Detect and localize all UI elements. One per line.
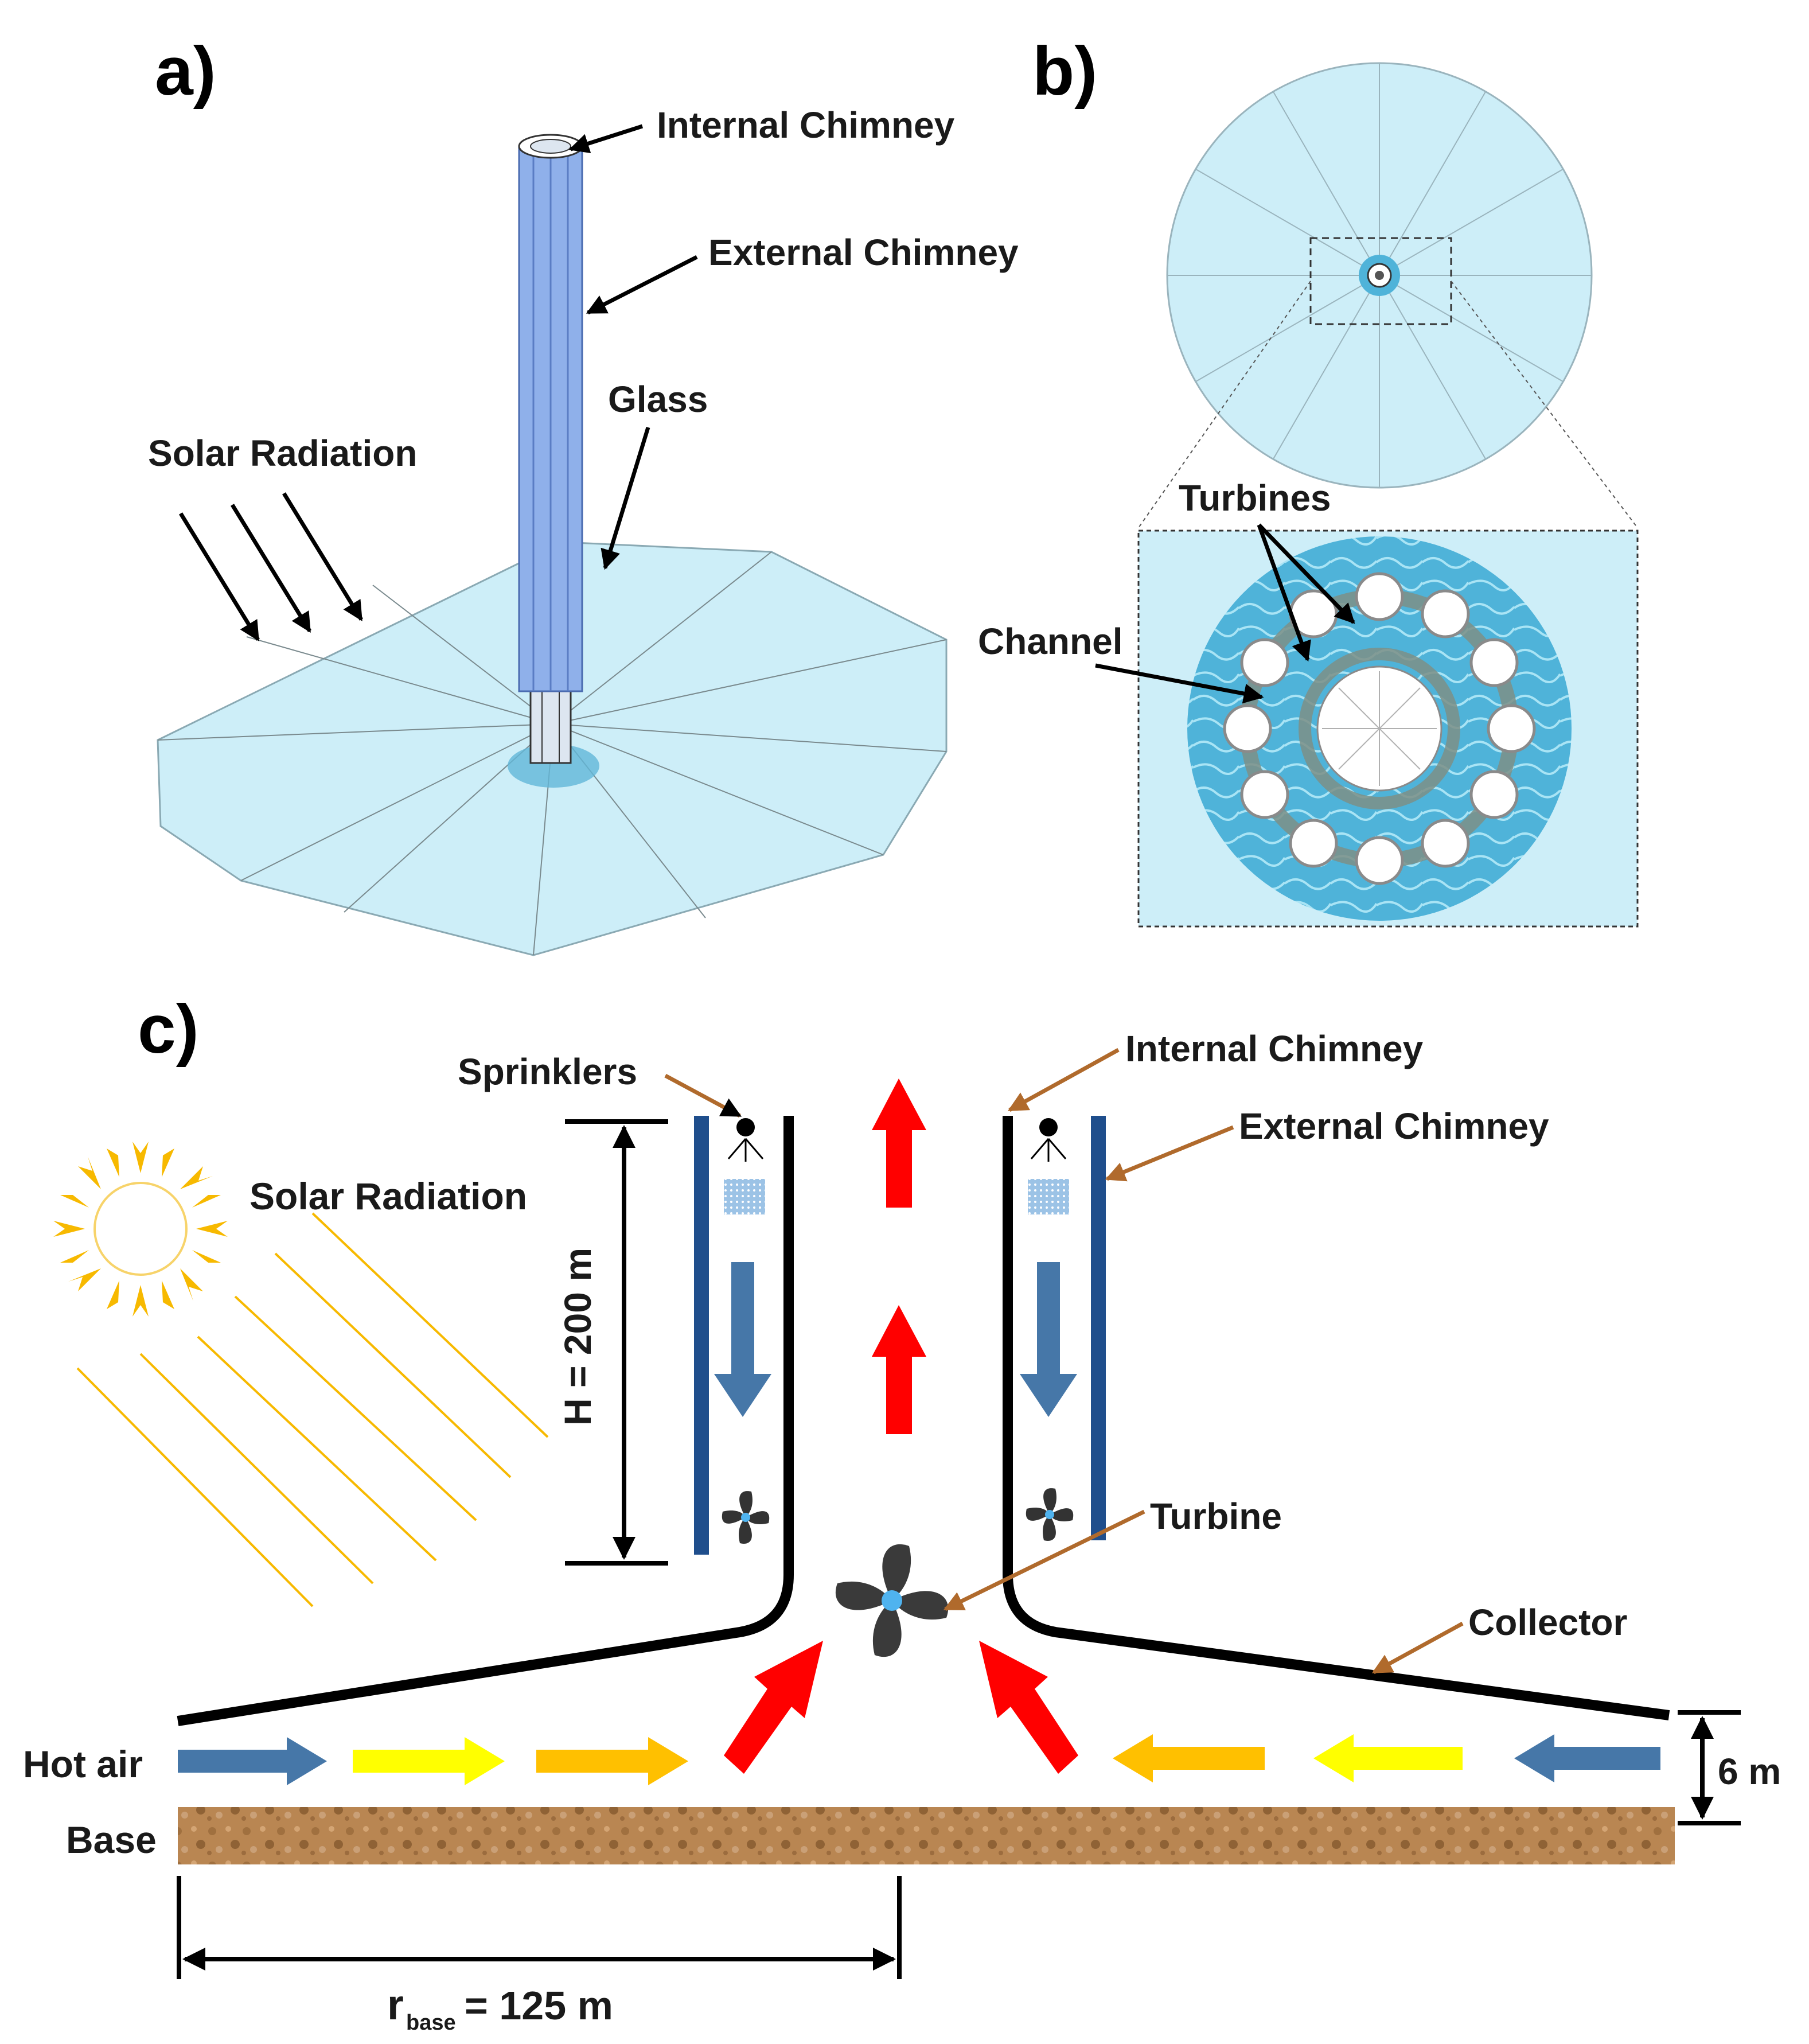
external-chimney-walls xyxy=(694,1116,1106,1555)
turbine-ring xyxy=(1223,572,1536,885)
top-view-disc xyxy=(1166,62,1593,489)
chimney-3d xyxy=(518,134,583,764)
height-dimension xyxy=(565,1119,668,1566)
glass-label: Glass xyxy=(608,379,708,420)
gap-label: 6 m xyxy=(1718,1751,1781,1792)
internal-chimney-label-a: Internal Chimney xyxy=(657,104,955,146)
radius-value: = 125 m xyxy=(465,1983,613,2028)
panel-c-label: c) xyxy=(138,991,199,1068)
panel-a: a) xyxy=(148,33,1019,956)
channel-label: Channel xyxy=(978,621,1122,662)
internal-chimney-and-collector xyxy=(177,1116,1670,1726)
panel-b: b) xyxy=(978,33,1639,928)
radius-dimension xyxy=(177,1876,902,1979)
collector-label: Collector xyxy=(1468,1602,1627,1643)
radius-subscript: base xyxy=(406,2011,456,2035)
height-label: H = 200 m xyxy=(556,1248,599,1426)
turbines-label: Turbines xyxy=(1179,477,1331,519)
hot-air-label: Hot air xyxy=(23,1743,143,1785)
base-label: Base xyxy=(66,1819,157,1861)
downward-flow-arrows xyxy=(714,1262,1077,1417)
horizontal-flow-arrows xyxy=(178,1734,1660,1785)
small-turbine-icon-left xyxy=(722,1491,770,1544)
external-chimney-label-c: External Chimney xyxy=(1239,1105,1549,1147)
panel-c: c) Solar Radiat xyxy=(23,991,1781,2035)
sprinklers-label: Sprinklers xyxy=(458,1051,637,1092)
turbine-label: Turbine xyxy=(1150,1496,1282,1537)
sun-icon xyxy=(53,1142,228,1317)
gap-dimension xyxy=(1678,1710,1741,1825)
panel-a-label: a) xyxy=(155,33,216,110)
main-turbine-icon xyxy=(835,1544,949,1657)
sprinkler-icon-right xyxy=(1028,1118,1069,1214)
radius-symbol: r xyxy=(387,1981,404,2029)
panel-b-label: b) xyxy=(1032,33,1097,110)
zoomed-view xyxy=(1137,530,1639,928)
solar-rays xyxy=(76,1212,549,1607)
internal-chimney-label-c: Internal Chimney xyxy=(1125,1028,1424,1069)
solar-radiation-arrows-a xyxy=(179,492,363,641)
sprinkler-icon-left xyxy=(724,1118,765,1214)
updraft-arrows xyxy=(724,1079,1078,1774)
external-chimney-label-a: External Chimney xyxy=(708,232,1019,273)
solar-radiation-label-a: Solar Radiation xyxy=(148,433,417,474)
small-turbine-icon-right xyxy=(1026,1488,1074,1541)
base-ground xyxy=(178,1807,1675,1864)
solar-radiation-label-c: Solar Radiation xyxy=(249,1175,527,1217)
